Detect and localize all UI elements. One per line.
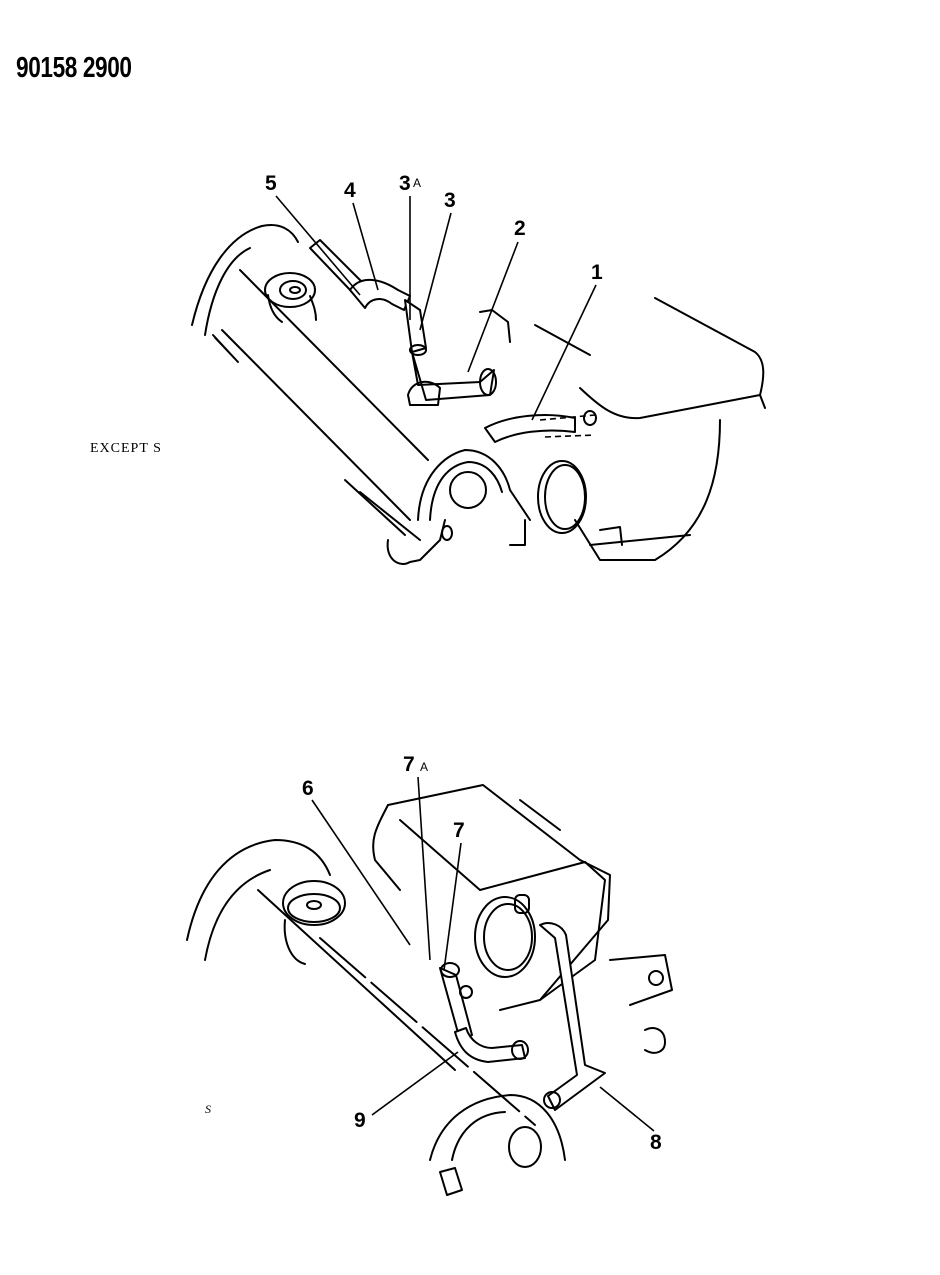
upper-engine-illustration: [191, 224, 766, 565]
upper-callouts: 5 4 3 A 3 2 1: [265, 172, 603, 421]
callout-9: 9: [354, 1109, 366, 1132]
callout-7a-suffix: A: [420, 760, 428, 774]
callout-1: 1: [591, 261, 603, 284]
callout-2: 2: [514, 217, 526, 240]
callout-6: 6: [302, 777, 314, 800]
callout-5: 5: [265, 172, 277, 195]
callout-4: 4: [344, 179, 356, 202]
callout-3: 3: [444, 189, 456, 212]
document-id: 90158 2900: [16, 52, 132, 84]
callout-7a: 7: [403, 753, 415, 776]
lower-callouts: 7 A 6 7 9 8: [302, 753, 662, 1154]
callout-3a-suffix: A: [413, 176, 421, 190]
caption-s: S: [205, 1102, 212, 1116]
callout-8: 8: [650, 1131, 662, 1154]
callout-7: 7: [453, 819, 465, 842]
lower-engine-illustration: [186, 784, 673, 1196]
caption-except-s: EXCEPT S: [90, 441, 162, 456]
callout-3a: 3: [399, 172, 411, 195]
